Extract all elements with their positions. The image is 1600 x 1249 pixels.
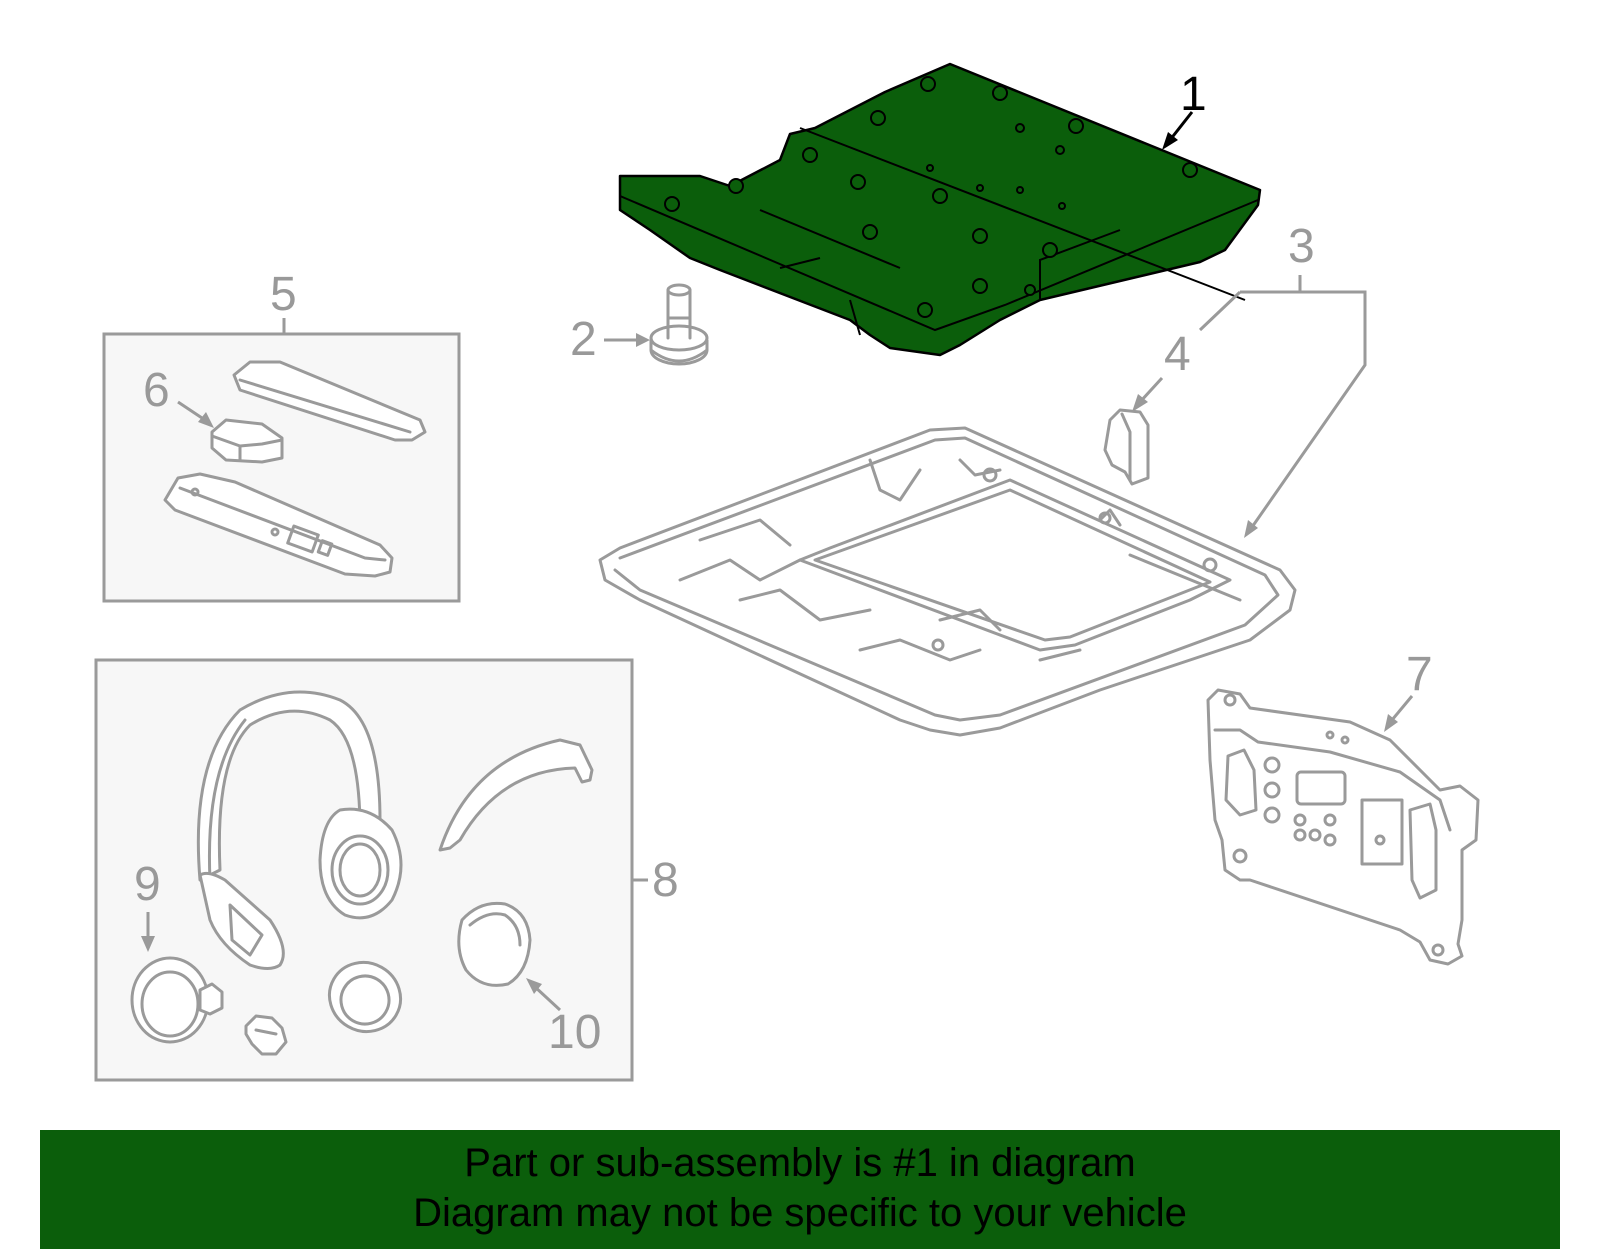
callout-10[interactable]: 10 — [526, 978, 601, 1059]
headband-pad[interactable] — [438, 738, 594, 852]
remote-body[interactable] — [163, 472, 394, 578]
part-7-control-module[interactable] — [1206, 688, 1480, 966]
part-2-bolt[interactable] — [649, 283, 709, 366]
callout-3-label: 3 — [1288, 220, 1315, 273]
headphone-set[interactable] — [196, 690, 403, 970]
callout-4[interactable]: 4 — [1132, 328, 1191, 412]
callout-8-label: 8 — [652, 854, 679, 907]
callout-6[interactable]: 6 — [143, 364, 214, 428]
info-banner: Part or sub-assembly is #1 in diagram Di… — [40, 1130, 1560, 1249]
volume-knob[interactable] — [244, 1014, 288, 1056]
callout-7[interactable]: 7 — [1384, 648, 1433, 732]
callout-10-label: 10 — [548, 1006, 601, 1059]
callout-1-label: 1 — [1180, 68, 1207, 121]
ear-cushion-right[interactable] — [317, 950, 413, 1045]
banner-line-2: Diagram may not be specific to your vehi… — [413, 1191, 1187, 1235]
group-box-8-headphones: 8 9 — [94, 658, 679, 1082]
group-box-5-remote: 5 — [102, 268, 461, 603]
callout-3[interactable]: 3 — [1198, 220, 1367, 538]
part-6-battery[interactable] — [210, 418, 284, 464]
part-9-ear-cushion[interactable] — [130, 956, 224, 1044]
part-4-clip[interactable] — [1103, 408, 1150, 486]
banner-line-1: Part or sub-assembly is #1 in diagram — [464, 1141, 1136, 1185]
callout-6-label: 6 — [143, 364, 170, 417]
part-3-console-frame[interactable] — [598, 426, 1297, 737]
callout-2[interactable]: 2 — [570, 313, 650, 366]
callout-7-label: 7 — [1406, 648, 1433, 701]
callout-2-label: 2 — [570, 313, 597, 366]
callout-9-label: 9 — [134, 858, 161, 911]
part-10-ear-pad[interactable] — [457, 901, 532, 987]
callout-1[interactable]: 1 — [1162, 68, 1207, 150]
remote-cover[interactable] — [232, 360, 427, 442]
callout-9[interactable]: 9 — [134, 858, 161, 952]
part-1-highlighted-base-plate[interactable] — [618, 62, 1262, 357]
callout-5-label: 5 — [270, 268, 297, 321]
callout-4-label: 4 — [1164, 328, 1191, 381]
